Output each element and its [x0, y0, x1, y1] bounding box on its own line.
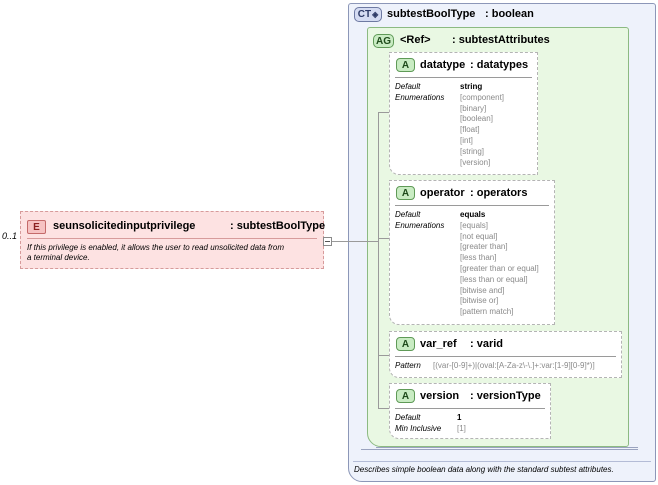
complex-type-type: : boolean — [485, 8, 534, 20]
ag-tree-line — [378, 112, 379, 408]
expand-toggle[interactable] — [323, 237, 332, 246]
attribute-type: : datatypes — [470, 59, 529, 71]
facet-values: 1 [1] — [457, 413, 466, 433]
attribute-type: : varid — [470, 338, 504, 350]
attribute-divider — [395, 77, 532, 78]
attribute-version[interactable]: A version : versionType Default Min Incl… — [389, 383, 551, 439]
attribute-divider — [395, 408, 545, 409]
attribute-operator[interactable]: A operator : operators Default Enumerati… — [389, 180, 555, 325]
ag-branch-2 — [378, 238, 390, 239]
element-doc-line-1: If this privilege is enabled, it allows … — [27, 243, 285, 252]
attribute-type: : versionType — [470, 390, 541, 402]
facet-labels: Pattern — [395, 361, 421, 370]
attribute-name: datatype — [420, 59, 466, 71]
attribute-group-type: : subtestAttributes — [452, 34, 550, 46]
ct-doc-divider — [353, 461, 651, 462]
element-name: seunsolicitedinputprivilege — [53, 220, 196, 232]
element-node[interactable]: E seunsolicitedinputprivilege : subtestB… — [20, 211, 326, 269]
attribute-name: operator — [420, 187, 465, 199]
ag-connector-in — [348, 241, 378, 242]
attribute-badge: A — [396, 337, 415, 351]
facet-values: equals [equals] [not equal] [greater tha… — [460, 210, 539, 317]
element-badge: E — [27, 220, 46, 234]
facet-labels: Default Enumerations — [395, 210, 445, 230]
complex-type-badge: CT◈ — [354, 7, 382, 22]
attribute-var-ref[interactable]: A var_ref : varid Pattern [(var-[0-9]+)|… — [389, 331, 622, 378]
element-type: : subtestBoolType — [230, 220, 326, 232]
connector-element-ct — [332, 241, 348, 242]
complex-type-doc: Describes simple boolean data along with… — [354, 465, 614, 474]
attribute-name: version — [420, 390, 460, 402]
ag-branch-1 — [378, 112, 390, 113]
attribute-type: : operators — [470, 187, 528, 199]
complex-type-name: subtestBoolType — [387, 8, 476, 20]
facet-labels: Default Enumerations — [395, 82, 445, 102]
facet-values: [(var-[0-9]+)|(oval:[A-Za-z\-\.]+:var:[1… — [433, 361, 595, 370]
ag-branch-3 — [378, 355, 390, 356]
attribute-name: var_ref — [420, 338, 457, 350]
facet-values: string [component] [binary] [boolean] [f… — [460, 82, 505, 167]
element-doc-line-2: a terminal device. — [27, 253, 90, 262]
attribute-divider — [395, 205, 549, 206]
element-cardinality: 0..1 — [2, 231, 18, 241]
attribute-group-ref: <Ref> — [400, 34, 431, 46]
ag-branch-4 — [378, 408, 390, 409]
attribute-badge: A — [396, 389, 415, 403]
attribute-badge: A — [396, 186, 415, 200]
ag-shadow — [376, 447, 638, 450]
element-divider — [27, 238, 317, 239]
attribute-datatype[interactable]: A datatype : datatypes Default Enumerati… — [389, 52, 538, 175]
attribute-group-badge: AG — [373, 34, 394, 48]
attribute-divider — [395, 356, 616, 357]
facet-labels: Default Min Inclusive — [395, 413, 442, 433]
attribute-badge: A — [396, 58, 415, 72]
